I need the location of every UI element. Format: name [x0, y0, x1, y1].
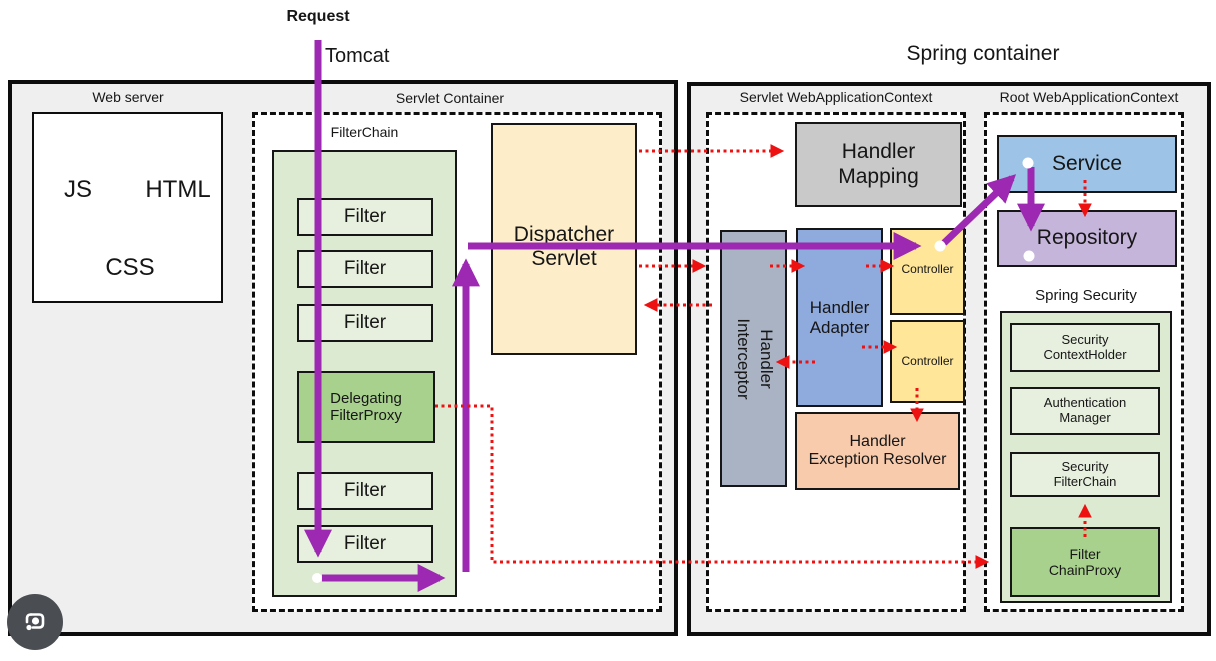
servlet-wac-label: Servlet WebApplicationContext: [739, 89, 933, 105]
dispatcher-servlet-box: Dispatcher Servlet: [491, 123, 637, 355]
service-box: Service: [997, 135, 1177, 193]
root-wac-label: Root WebApplicationContext: [999, 89, 1179, 105]
filter-box: Filter: [297, 525, 433, 563]
request-label: Request: [286, 8, 350, 25]
tomcat-label: Tomcat: [325, 45, 390, 67]
security-filterchain-box: Security FilterChain: [1010, 452, 1160, 497]
filter-chain-label: FilterChain: [330, 124, 399, 140]
filter-box: Filter: [297, 250, 433, 288]
filter-box: Filter: [297, 304, 433, 342]
camera-lens-icon: [25, 613, 45, 631]
servlet-container-label: Servlet Container: [395, 90, 505, 106]
css-label: CSS: [105, 254, 155, 281]
web-server-label: Web server: [92, 89, 164, 105]
lens-camera-button[interactable]: [7, 594, 63, 650]
authentication-manager-box: Authentication Manager: [1010, 387, 1160, 435]
delegating-filter-proxy-box: Delegating FilterProxy: [297, 371, 435, 443]
handler-interceptor-box: Handler Interceptor: [720, 230, 787, 487]
filter-box: Filter: [297, 198, 433, 236]
handler-adapter-box: Handler Adapter: [796, 228, 883, 407]
spring-security-label: Spring Security: [1035, 287, 1137, 304]
controller-box: Controller: [890, 320, 965, 403]
filter-box: Filter: [297, 472, 433, 510]
security-contextholder-box: Security ContextHolder: [1010, 323, 1160, 372]
spring-container-label: Spring container: [906, 42, 1060, 65]
repository-box: Repository: [997, 210, 1177, 267]
filter-chainproxy-box: Filter ChainProxy: [1010, 527, 1160, 597]
html-label: HTML: [145, 176, 211, 203]
controller-box: Controller: [890, 228, 965, 315]
handler-mapping-box: Handler Mapping: [795, 122, 962, 207]
handler-exception-resolver-box: Handler Exception Resolver: [795, 412, 960, 490]
js-label: JS: [63, 176, 92, 203]
web-server-box: [32, 112, 223, 303]
handler-interceptor-label: Handler Interceptor: [733, 317, 776, 400]
